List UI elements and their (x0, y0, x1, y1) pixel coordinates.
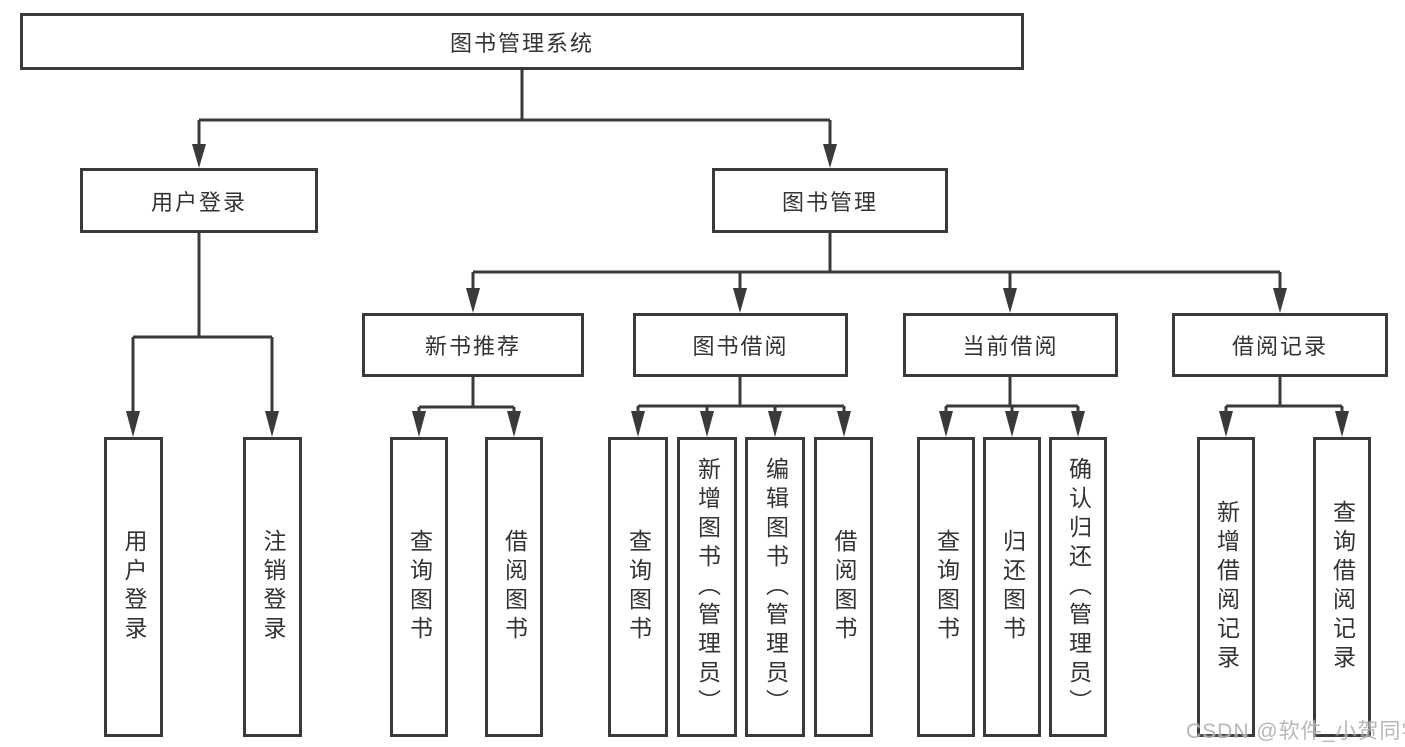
leaf-borrow-borrow-label: 借阅图书 (831, 529, 857, 645)
node-user-login-group-label: 用户登录 (150, 189, 247, 215)
leaf-user-login: 用户登录 (104, 437, 163, 737)
watermark-text: CSDN @软件_小贺同学 (1186, 720, 1405, 743)
leaf-newbook-query-label: 查询图书 (406, 529, 433, 645)
connector-root (197, 70, 832, 149)
connector-borrow-records (1224, 377, 1344, 418)
arrow-down-icon (412, 411, 426, 437)
node-book-mgmt: 图书管理 (712, 168, 948, 233)
arrow-down-icon (733, 288, 747, 313)
node-new-book-rec: 新书推荐 (362, 313, 584, 377)
leaf-newbook-borrow: 借阅图书 (485, 437, 543, 737)
arrow-down-icon (768, 411, 782, 437)
node-borrow-records: 借阅记录 (1172, 313, 1388, 377)
node-borrow-records-label: 借阅记录 (1231, 334, 1328, 359)
arrow-down-icon (507, 411, 521, 437)
node-book-mgmt-label: 图书管理 (781, 189, 878, 215)
arrow-down-icon (126, 411, 140, 437)
arrow-down-icon (837, 411, 851, 437)
leaf-logout: 注销登录 (243, 437, 302, 737)
connector-current-borrow (944, 377, 1080, 418)
arrow-down-icon (631, 411, 645, 437)
arrow-down-icon (192, 144, 206, 168)
arrow-down-icon (700, 411, 714, 437)
arrow-down-icon (1273, 288, 1287, 313)
arrow-down-icon (1335, 411, 1349, 437)
node-book-borrow: 图书借阅 (633, 313, 848, 377)
leaf-logout-label: 注销登录 (260, 529, 286, 645)
arrow-down-icon (939, 411, 953, 437)
leaf-borrow-add-label: 新增图书（管理员） (694, 456, 721, 718)
connector-book-mgmt (471, 233, 1282, 294)
node-root: 图书管理系统 (20, 13, 1024, 70)
leaf-records-query-label: 查询借阅记录 (1329, 500, 1356, 674)
leaf-records-add: 新增借阅记录 (1197, 437, 1255, 737)
node-current-borrow: 当前借阅 (903, 313, 1118, 377)
arrow-down-icon (823, 144, 837, 168)
leaf-borrow-query: 查询图书 (608, 437, 668, 737)
leaf-current-return: 归还图书 (983, 437, 1041, 737)
leaf-current-confirm-label: 确认归还（管理员） (1065, 456, 1092, 718)
connector-new-book (417, 377, 516, 418)
arrow-down-icon (1219, 411, 1233, 437)
leaf-user-login-label: 用户登录 (121, 529, 147, 645)
node-new-book-rec-label: 新书推荐 (424, 334, 521, 359)
leaf-records-query: 查询借阅记录 (1313, 437, 1371, 737)
arrow-down-icon (265, 411, 279, 437)
arrow-down-icon (1071, 411, 1085, 437)
leaf-newbook-query: 查询图书 (390, 437, 448, 737)
node-root-label: 图书管理系统 (449, 30, 594, 56)
leaf-current-query-label: 查询图书 (933, 529, 960, 645)
leaf-records-add-label: 新增借阅记录 (1213, 500, 1240, 674)
leaf-current-confirm: 确认归还（管理员） (1049, 437, 1107, 737)
leaf-current-return-label: 归还图书 (999, 529, 1026, 645)
node-book-borrow-label: 图书借阅 (692, 334, 789, 359)
leaf-borrow-query-label: 查询图书 (625, 529, 652, 645)
arrow-down-icon (1003, 288, 1017, 313)
leaf-borrow-borrow: 借阅图书 (814, 437, 873, 737)
connector-book-borrow (636, 377, 846, 418)
leaf-borrow-edit-label: 编辑图书（管理员） (762, 456, 789, 718)
node-user-login-group: 用户登录 (80, 168, 318, 233)
node-current-borrow-label: 当前借阅 (962, 334, 1059, 359)
leaf-borrow-edit: 编辑图书（管理员） (745, 437, 805, 737)
leaf-newbook-borrow-label: 借阅图书 (501, 529, 528, 645)
leaf-current-query: 查询图书 (917, 437, 975, 737)
arrow-down-icon (466, 288, 480, 313)
arrow-down-icon (1005, 411, 1019, 437)
leaf-borrow-add: 新增图书（管理员） (677, 437, 737, 737)
connector-user-login (131, 233, 274, 418)
